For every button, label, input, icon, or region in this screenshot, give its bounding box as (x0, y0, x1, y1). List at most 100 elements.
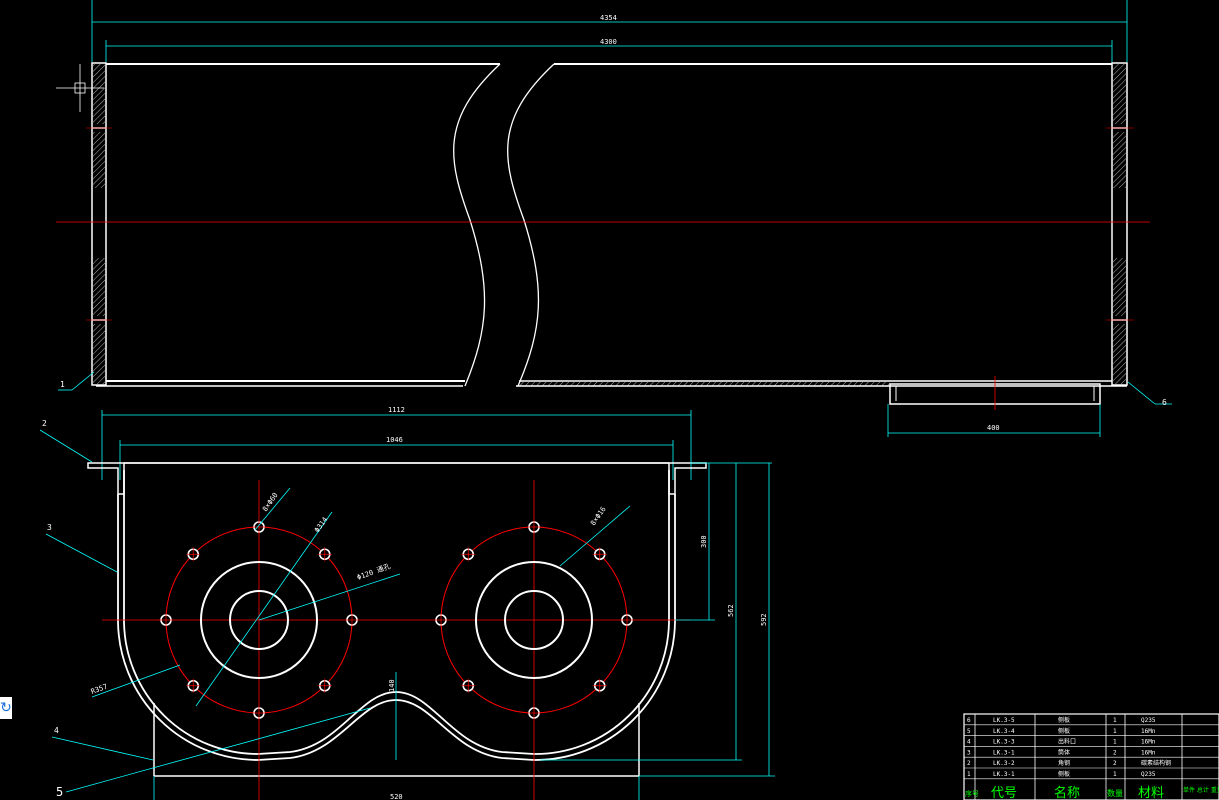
bom-cell-name: 筒体 (1058, 748, 1070, 756)
bolt-hole (345, 613, 359, 627)
right-hatch-3 (1113, 258, 1126, 316)
annotation-diameter-314: Φ314 (313, 516, 329, 534)
bom-cell-material: 16Mn (1141, 739, 1156, 746)
bom-cell-qty: 2 (1113, 760, 1117, 767)
annotation-bolt-holes: 8×Φ60 (261, 491, 280, 513)
bottom-plate-hatch (518, 382, 890, 386)
bolt-hole (527, 706, 541, 720)
bom-header-material: 材料 (1138, 786, 1164, 800)
bom-header-qty: 数量 (1107, 788, 1123, 798)
crosshair-cursor-icon (56, 64, 104, 112)
left-hatch-2 (93, 132, 105, 188)
leader-a4 (91, 664, 181, 698)
bom-header-code: 代号 (991, 786, 1017, 800)
annotation-bolt-holes-right: 8×Φ16 (589, 505, 608, 527)
break-line-right (507, 63, 555, 387)
bearing-inner-left (229, 590, 289, 650)
dim-text-outlet: 400 (987, 424, 1000, 432)
leader-a5 (559, 505, 631, 567)
bom-cell-material: 16Mn (1141, 749, 1156, 756)
balloon-4: 4 (54, 726, 59, 735)
bom-cell-name: 角钢 (1058, 759, 1070, 767)
bearing-inner-right (504, 590, 564, 650)
bolt-hole (159, 613, 173, 627)
balloon-5: 5 (56, 785, 63, 799)
bom-cell-qty: 1 (1113, 739, 1117, 746)
bom-cell-material: 16Mn (1141, 728, 1156, 735)
right-hatch-4 (1113, 324, 1126, 384)
bolt-hole (461, 678, 476, 693)
bolt-hole (186, 547, 201, 562)
leader-2 (39, 429, 93, 463)
balloon-6: 6 (1162, 398, 1167, 407)
bom-cell-qty: 1 (1113, 728, 1117, 735)
leader-a1 (254, 487, 291, 531)
bolt-hole (317, 678, 332, 693)
bom-cell-material: Q235 (1141, 771, 1156, 778)
dim-text-592: 592 (760, 613, 768, 626)
bom-cell-no: 1 (967, 771, 971, 778)
bom-cell-material: 碳素结构钢 (1141, 759, 1171, 767)
leader-4 (51, 736, 154, 761)
flange-left (87, 462, 125, 495)
bom-cell-qty: 2 (1113, 749, 1117, 756)
leader-a2 (195, 511, 333, 707)
bom-cell-code: LK.3-1 (993, 749, 1015, 756)
balloon-1: 1 (60, 380, 65, 389)
bom-cell-name: 侧板 (1058, 770, 1070, 778)
bom-cell-qty: 1 (1113, 771, 1117, 778)
annotation-radius: R357 (90, 683, 109, 696)
top-view: 4354 4300 (56, 0, 1172, 437)
leader-3 (45, 533, 118, 573)
dim-text-300: 300 (700, 535, 708, 548)
bolt-hole (252, 520, 266, 534)
bolt-hole (186, 678, 201, 693)
bom-cell-no: 6 (967, 717, 971, 724)
leader-5 (65, 707, 371, 793)
bom-cell-code: LK.3-2 (993, 760, 1015, 767)
bom-cell-code: LK.3-1 (993, 771, 1015, 778)
bearing-outer-right (475, 561, 593, 679)
bom-cell-code: LK.3-4 (993, 728, 1015, 735)
bom-cell-code: LK.3-5 (993, 717, 1015, 724)
dim-text-base: 520 (390, 793, 403, 800)
balloon-2: 2 (42, 419, 47, 428)
balloon-3: 3 (47, 523, 52, 532)
bom-cell-no: 5 (967, 728, 971, 735)
bolt-hole (592, 678, 607, 693)
bom-cell-no: 3 (967, 749, 971, 756)
dim-text-flange: 1112 (388, 406, 405, 414)
break-line-left (453, 63, 501, 387)
section-view: 1112 1046 8×Φ60 Φ314 (39, 406, 775, 800)
bom-cell-no: 2 (967, 760, 971, 767)
bolt-hole (620, 613, 634, 627)
dim-text-inner-width: 1046 (386, 436, 403, 444)
bom-cell-material: Q235 (1141, 717, 1156, 724)
dim-text-overall: 4354 (600, 14, 617, 22)
leader-1 (71, 371, 95, 391)
left-hatch-3 (93, 258, 105, 316)
bom-header-weight: 单件 总计 重量 (1183, 786, 1219, 794)
bolt-hole (592, 547, 607, 562)
right-end-plate (1111, 62, 1128, 386)
bom-cell-name: 侧板 (1058, 716, 1070, 724)
bolt-hole (317, 547, 332, 562)
bom-cell-code: LK.3-3 (993, 739, 1015, 746)
bom-header-name: 名称 (1054, 785, 1080, 800)
bom-cell-qty: 1 (1113, 717, 1117, 724)
bearing-outer-left (200, 561, 318, 679)
bom-header-no: 序号 (965, 789, 979, 798)
left-end-plate (91, 62, 107, 386)
bolt-hole (461, 547, 476, 562)
bolt-hole (527, 520, 541, 534)
bom-cell-name: 侧板 (1058, 727, 1070, 735)
bom-cell-name: 出料口 (1058, 738, 1076, 746)
leader-a3 (258, 573, 401, 621)
trough-inner (123, 470, 670, 755)
refresh-icon[interactable]: ↻ (0, 697, 12, 719)
right-hatch-1 (1113, 64, 1126, 124)
bolt-hole (252, 706, 266, 720)
left-hatch-4 (93, 324, 105, 384)
